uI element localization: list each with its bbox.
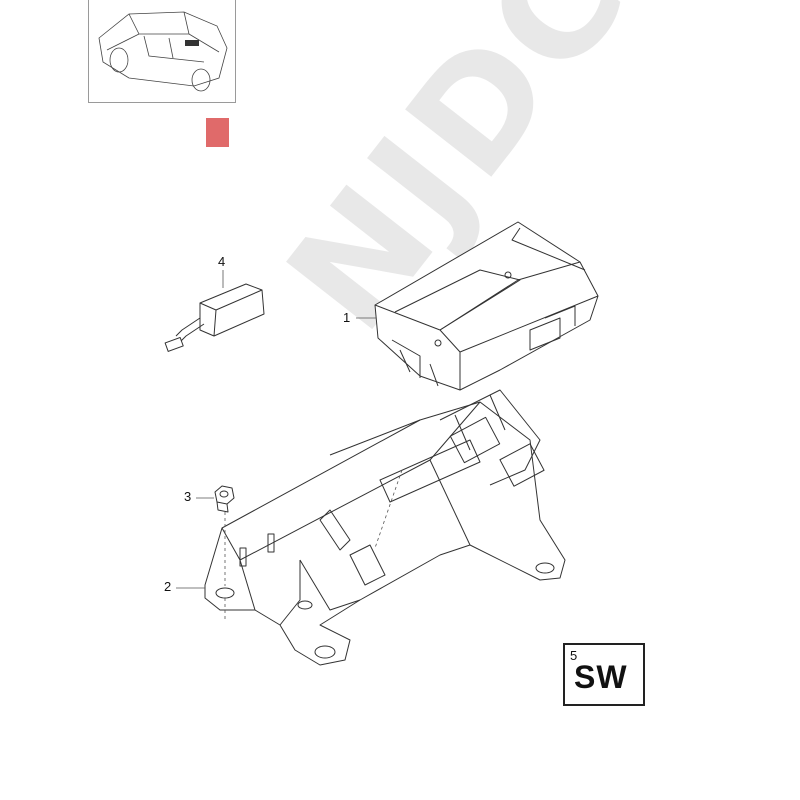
callout-2: 2 — [164, 579, 172, 594]
sw-badge: 5 SW — [563, 643, 645, 706]
location-marker — [206, 118, 229, 147]
part-1-control-module — [374, 221, 599, 391]
callout-1: 1 — [343, 310, 351, 325]
sw-badge-number: 5 — [570, 648, 578, 663]
vehicle-thumbnail — [88, 0, 236, 103]
part-2-mounting-bracket — [204, 389, 566, 666]
leader-lines — [176, 270, 403, 622]
callout-3: 3 — [184, 489, 192, 504]
part-4-sensor-module — [164, 283, 265, 352]
callout-4: 4 — [218, 254, 226, 269]
car-sedan-icon — [98, 11, 228, 92]
part-3-nut — [214, 485, 235, 513]
sw-badge-text: SW — [574, 659, 628, 695]
